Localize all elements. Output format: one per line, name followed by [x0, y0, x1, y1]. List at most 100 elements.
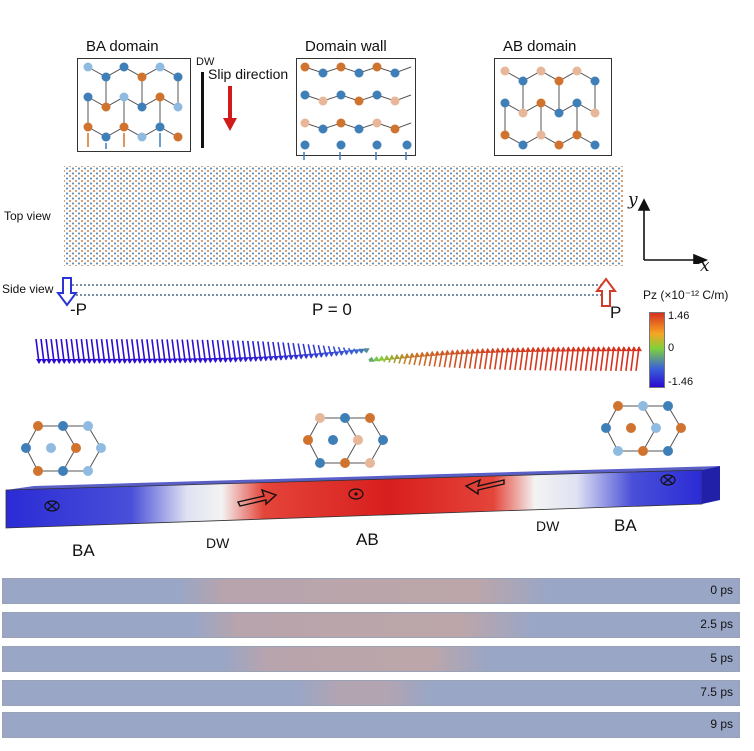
polarization-arrowhead — [41, 358, 48, 364]
time-strip-3: 7.5 ps — [2, 680, 740, 706]
polarization-arrowhead — [318, 352, 325, 358]
polarization-arrowhead — [56, 358, 63, 364]
polarization-arrowhead — [126, 358, 133, 364]
top-view-label: Top view — [4, 209, 51, 223]
side-view-rows — [68, 280, 608, 300]
axis-x-label: x — [700, 256, 710, 276]
domain-wall-line — [201, 72, 204, 148]
polarization-arrowhead — [212, 358, 219, 364]
polarization-arrowhead — [308, 353, 315, 359]
time-label-1: 2.5 ps — [700, 617, 733, 631]
polarization-arrowhead — [525, 346, 532, 352]
polarization-arrowhead — [575, 346, 582, 352]
wall-displacement-arrows — [296, 152, 416, 162]
polarization-arrowhead — [267, 356, 274, 362]
polarization-arrowhead — [328, 351, 335, 357]
time-label-4: 9 ps — [710, 717, 733, 731]
polarization-arrowhead — [615, 346, 622, 352]
polarization-arrowhead — [504, 347, 511, 353]
polarization-arrowhead — [323, 352, 330, 358]
polarization-arrowhead — [303, 354, 310, 360]
polarization-arrowhead — [353, 349, 360, 355]
time-strip-2: 5 ps — [2, 646, 740, 672]
down-hollow-arrow — [56, 277, 78, 307]
ribbon-dw-right: DW — [536, 518, 560, 534]
hexagon-motif-right — [598, 396, 690, 466]
polarization-arrowhead — [424, 351, 431, 357]
time-strip-4: 9 ps — [2, 712, 740, 738]
polarization-arrowhead — [595, 346, 602, 352]
polarization-arrowhead — [106, 358, 113, 364]
domain-wall-panel — [296, 58, 416, 156]
polarization-arrowhead — [293, 354, 300, 360]
time-label-0: 0 ps — [710, 583, 733, 597]
polarization-arrowhead — [116, 358, 123, 364]
time-strip-1: 2.5 ps — [2, 612, 740, 638]
polarization-arrowhead — [197, 358, 204, 364]
ba-lattice — [83, 62, 183, 149]
polarization-arrowhead — [600, 346, 607, 352]
polarization-arrowhead — [242, 357, 249, 363]
polarization-arrowhead — [81, 358, 88, 364]
polarization-arrowhead — [247, 357, 254, 363]
time-label-3: 7.5 ps — [700, 685, 733, 699]
polarization-arrowhead — [51, 358, 58, 364]
polarization-arrowhead — [278, 355, 285, 361]
slip-direction-label: Slip direction — [208, 66, 289, 82]
ab-domain-title: AB domain — [503, 38, 577, 55]
polarization-arrowhead — [237, 357, 244, 363]
polarization-arrowhead — [383, 355, 390, 361]
hexagon-motif-center — [300, 408, 390, 478]
polarization-arrowhead — [217, 357, 224, 363]
polarization-arrowhead — [91, 358, 98, 364]
polarization-arrowhead — [540, 346, 547, 352]
polarization-arrowhead — [550, 346, 557, 352]
polarization-arrowhead — [429, 350, 436, 356]
polarization-arrowhead — [469, 348, 476, 354]
polarization-arrowhead — [283, 355, 290, 361]
polarization-arrowhead — [630, 346, 637, 352]
polarization-arrowhead — [434, 350, 441, 356]
polarization-arrowhead — [348, 349, 355, 355]
polarization-arrowhead — [444, 349, 451, 355]
polarization-arrowhead — [252, 356, 259, 362]
polarization-arrowhead — [565, 346, 572, 352]
ribbon-ab-center: AB — [356, 530, 379, 549]
polarization-arrowhead — [61, 358, 68, 364]
polarization-arrowhead — [580, 346, 587, 352]
polarization-arrowhead — [71, 358, 78, 364]
polarization-arrowhead — [46, 358, 53, 364]
up-hollow-arrow — [595, 277, 617, 307]
polarization-arrowhead — [272, 356, 279, 362]
polarization-arrowhead — [151, 358, 158, 364]
polarization-arrowhead — [363, 348, 370, 354]
polarization-arrowhead — [530, 346, 537, 352]
colorbar — [649, 312, 665, 388]
polarization-arrowhead — [111, 358, 118, 364]
polarization-arrowhead — [399, 353, 406, 359]
polarization-arrowhead — [167, 358, 174, 364]
wall-lattice — [300, 62, 412, 150]
polarization-arrowhead — [76, 358, 83, 364]
colorbar-mid: 0 — [668, 342, 675, 354]
polarization-arrowhead — [610, 346, 617, 352]
polarization-arrowhead — [378, 355, 385, 361]
polarization-arrowhead — [141, 358, 148, 364]
polarization-arrowhead — [368, 356, 375, 362]
polarization-arrowhead — [162, 358, 169, 364]
ba-domain-panel — [77, 58, 191, 152]
colorbar-title: Pz (×10⁻¹² C/m) — [643, 288, 729, 302]
polarization-arrowhead — [86, 358, 93, 364]
polarization-arrowhead — [187, 358, 194, 364]
polarization-arrowhead — [136, 358, 143, 364]
ribbon-ba-right: BA — [614, 516, 637, 535]
ab-lattice — [500, 66, 600, 150]
polarization-arrowhead — [520, 346, 527, 352]
polarization-arrowhead — [625, 346, 632, 352]
time-label-2: 5 ps — [710, 651, 733, 665]
top-view-lattice — [64, 166, 624, 266]
polarization-arrowhead — [636, 346, 642, 352]
polarization-arrowhead — [177, 358, 184, 364]
ba-domain-title: BA domain — [86, 38, 159, 55]
polarization-arrowhead — [459, 348, 466, 354]
